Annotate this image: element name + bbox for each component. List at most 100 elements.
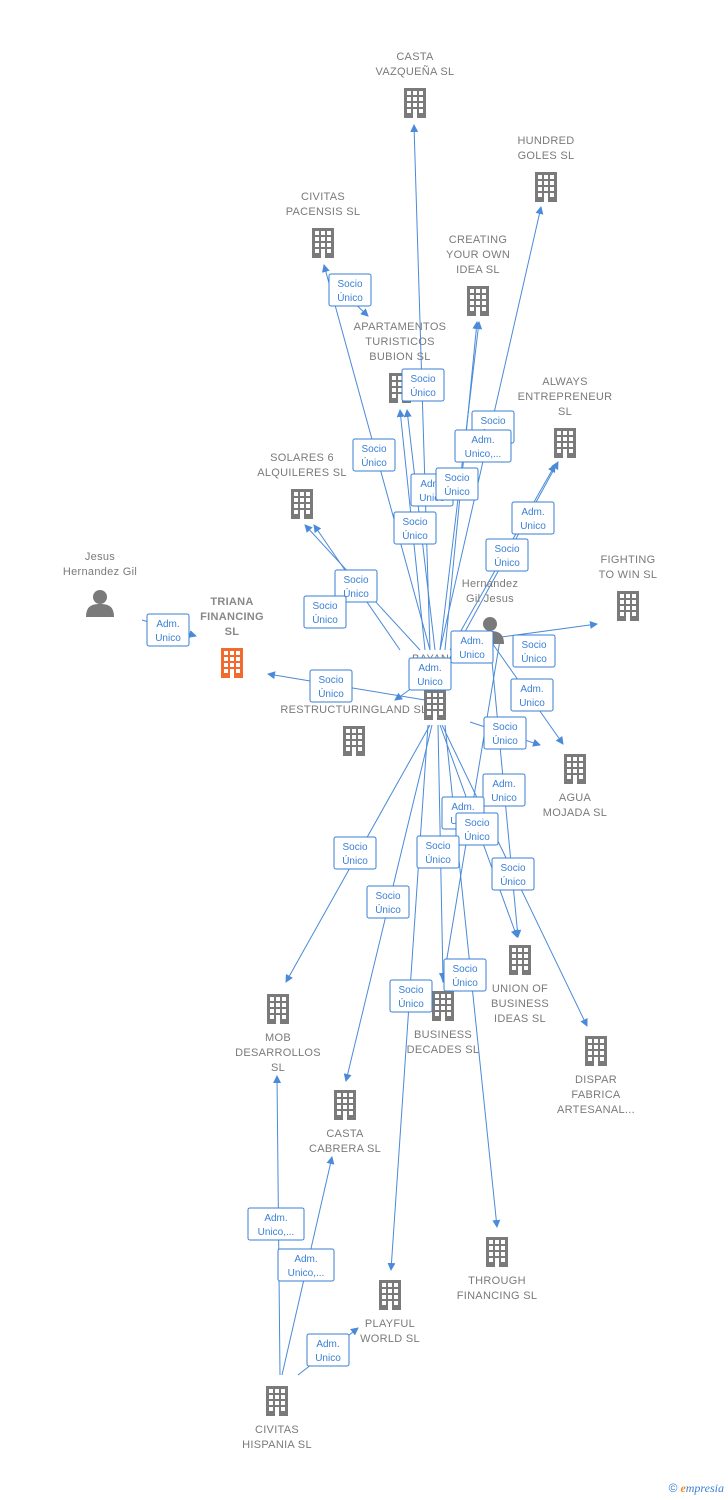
node-label-line: DECADES SL [407,1044,480,1056]
edge-label-text: Socio [500,863,525,874]
node-label-line: TRIANA [210,596,253,608]
node-label-line: Gil Jesus [466,593,514,605]
edge-label-jesus-adm[interactable]: Adm.Unico [146,613,190,647]
edge-label-text: Socio [337,279,362,290]
node-label-line: BUSINESS [491,998,549,1010]
edge-label-text: Unico [417,677,443,688]
edge-label-text: Único [410,386,436,399]
node-label-line: CREATING [449,234,507,246]
node-label-line: CASTA [396,51,434,63]
edge-label-agua-adm[interactable]: Adm.Unico [510,678,554,712]
edge-label-creating-adm[interactable]: Adm.Unico,... [454,429,512,463]
edge-label-text: Adm. [520,684,543,695]
edge-label-text: Socio [494,544,519,555]
edge-label-text: Unico [459,650,485,661]
edge-label-text: Adm. [521,507,544,518]
edge-label-text: Unico [491,793,517,804]
edge-label-text: Socio [492,722,517,733]
node-label-line: Hernandez [462,578,519,590]
node-label-line: SL [225,626,240,638]
edge-label-hisp-playful-adm[interactable]: Adm.Unico [306,1333,350,1367]
edge-label-person-adm[interactable]: Adm. Unico [450,630,494,664]
edge-label-text: Único [318,687,344,700]
edge-label-always-adm[interactable]: Adm.Unico [511,501,555,535]
node-label-line: Jesus [85,551,115,563]
node-label-line: CABRERA SL [309,1143,381,1155]
node-label-line: HUNDRED [517,135,574,147]
node-label-line: TURISTICOS [365,336,435,348]
edge-label-bayano-adm[interactable]: Adm. Unico [408,657,452,691]
building-icon [509,945,531,975]
edge-label-text: Socio [521,640,546,651]
edge-label-union-adm[interactable]: Adm.Unico [482,773,526,807]
edge-label-text: Socio [342,842,367,853]
edge-label-box [366,885,410,919]
building-icon [432,991,454,1021]
edge-label-text: Único [398,997,424,1010]
edge-label-text: Adm. [460,636,483,647]
edge-label-text: Unico,... [258,1227,295,1238]
person-icon [86,590,114,617]
node-label-line: SOLARES 6 [270,452,334,464]
edge-label-box [389,979,433,1013]
node-label-line: MOB [265,1032,291,1044]
node-label-line: FINANCING SL [457,1290,538,1302]
node-label-line: CIVITAS [301,191,345,203]
edge-label-box [443,958,487,992]
node-restructuringland[interactable]: RESTRUCTURINGLAND SL [280,704,427,756]
building-icon [343,726,365,756]
edge-label-text: Socio [375,891,400,902]
copyright-notice: ©empresia [669,1481,724,1496]
edge-label-text: Único [375,903,401,916]
edge-label-text: Adm. [471,435,494,446]
edge-label-box [306,1333,350,1367]
edge-label-text: Único [337,291,363,304]
building-icon [486,1237,508,1267]
edge-label-hisp-cabrera-adm[interactable]: Adm.Unico,... [277,1248,335,1282]
edge-label-hisp-mob-adm[interactable]: Adm.Unico,... [247,1207,305,1241]
edge-label-box [277,1248,335,1282]
edge-label-text: Adm. [418,663,441,674]
node-dispar-fabrica[interactable]: DISPARFABRICAARTESANAL... [557,1036,635,1116]
building-icon [535,172,557,202]
node-label-line: IDEA SL [456,264,500,276]
node-label-line: AGUA [559,792,592,804]
